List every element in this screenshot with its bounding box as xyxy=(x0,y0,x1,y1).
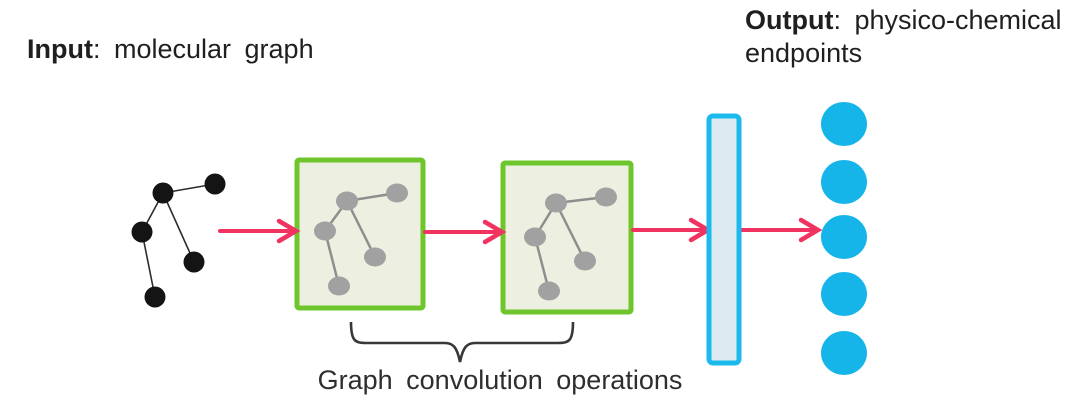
conv-box-1-graph-node xyxy=(314,221,336,241)
output-dot-4 xyxy=(821,272,867,316)
molecular-graph-node xyxy=(204,173,226,195)
conv-box-1-graph-node xyxy=(364,247,386,267)
dense-layer-bar xyxy=(706,113,742,366)
input-label: Input: molecular graph xyxy=(27,33,447,66)
molecular-graph-node xyxy=(131,221,153,243)
molecular-graph-node xyxy=(144,286,166,308)
output-label-bold: Output xyxy=(745,5,834,35)
conv-box-1-graph-node xyxy=(386,183,408,203)
output-dot-1 xyxy=(821,102,867,146)
output-dot-2 xyxy=(821,160,867,204)
output-label-rest: : physico-chemical endpoints xyxy=(745,5,1062,68)
conv-box-2 xyxy=(500,160,634,315)
output-dot-5 xyxy=(821,331,867,375)
graph-convolution-caption: Graph convolution operations xyxy=(317,365,683,395)
conv-box-1-graph-node xyxy=(328,276,350,296)
flow-arrow-1-head xyxy=(276,218,301,244)
molecular-graph-node xyxy=(183,251,205,273)
conv-box-2-graph-node xyxy=(595,187,617,207)
molecular-graph-node xyxy=(152,182,174,204)
molecular-graph-edge xyxy=(162,192,195,263)
molecular-graph-edge xyxy=(141,231,156,298)
output-label: Output: physico-chemical endpoints xyxy=(745,4,1080,70)
conv-box-2-graph-node xyxy=(545,193,567,213)
convolution-brace xyxy=(349,321,575,363)
flow-arrow-2-head xyxy=(482,219,507,245)
conv-box-2-graph-node xyxy=(524,227,546,247)
input-label-bold: Input xyxy=(27,34,93,64)
output-dot-3 xyxy=(821,215,867,259)
conv-box-2-graph-node xyxy=(574,251,596,271)
input-label-rest: : molecular graph xyxy=(92,34,314,64)
conv-box-1-graph-node xyxy=(336,191,358,211)
conv-box-2-graph-edge xyxy=(554,202,587,262)
flow-arrow-4-head xyxy=(798,217,823,243)
conv-box-1-graph-edge xyxy=(345,200,377,258)
conv-box-2-graph-node xyxy=(538,281,560,301)
